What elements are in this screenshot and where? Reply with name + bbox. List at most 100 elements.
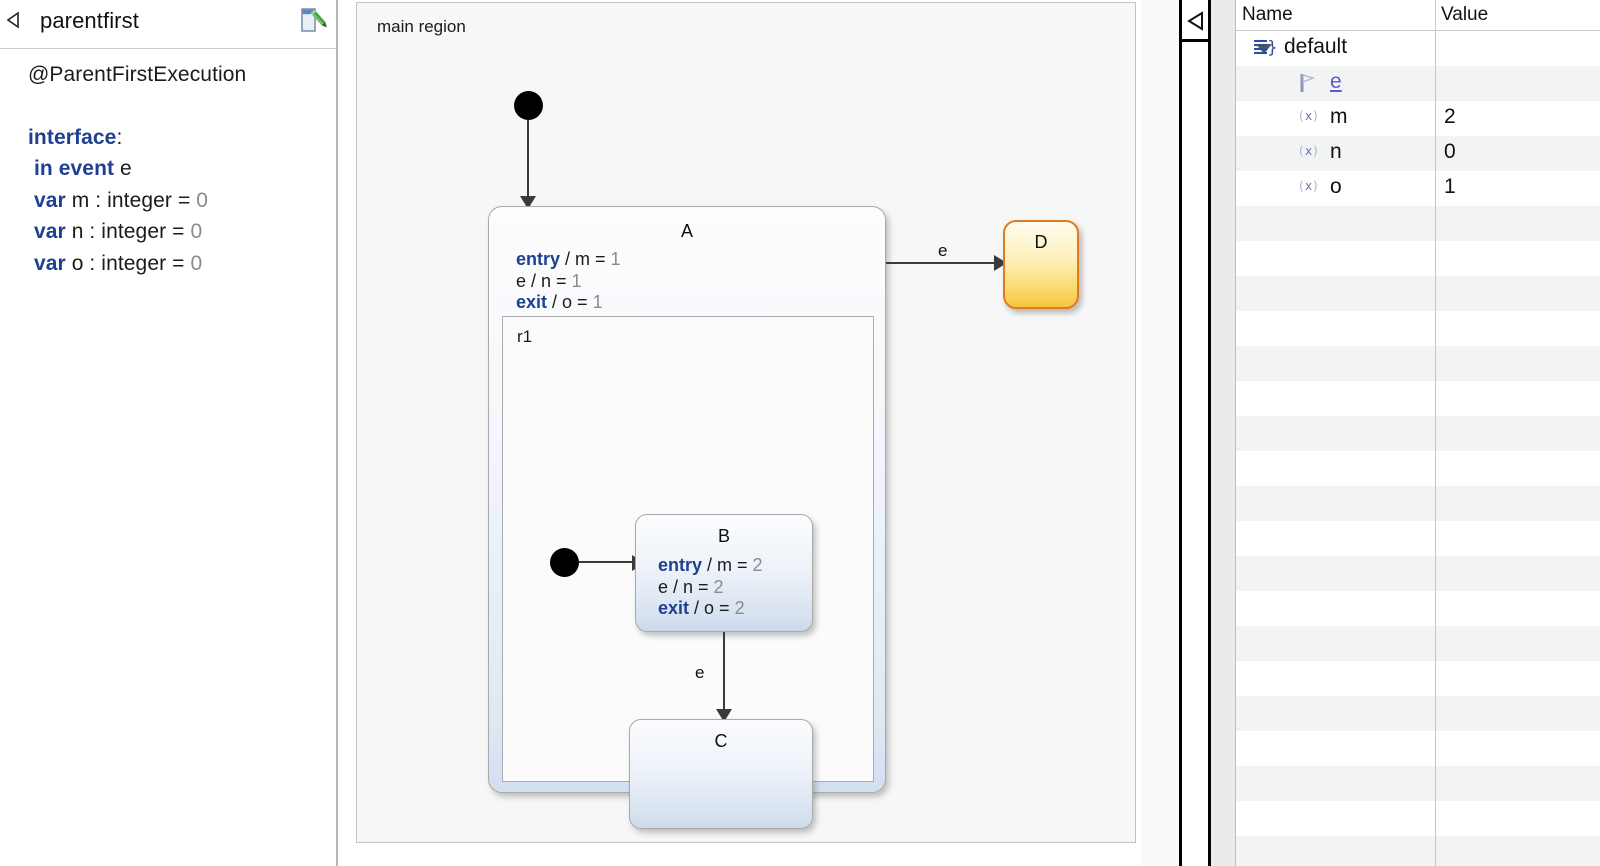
table-row-empty[interactable] [1236,241,1600,276]
state-b-action-line-2-token-0: exit [658,598,690,618]
code-line-var-n-token-2: n : integer = [65,220,191,243]
row-column-divider [1435,206,1436,241]
variable-icon: (x) [1298,142,1324,165]
table-row-empty[interactable] [1236,381,1600,416]
row-column-divider [1435,731,1436,766]
transition-line-initial-to-b [579,561,634,563]
column-divider[interactable] [1435,0,1436,30]
row-column-divider [1435,101,1436,136]
state-a-action-line-1-token-0: e / n = [516,270,572,291]
state-d[interactable]: D [1003,220,1079,309]
row-name: n [1330,140,1342,163]
table-row-empty[interactable] [1236,486,1600,521]
table-row-empty[interactable] [1236,591,1600,626]
code-line-event-e: in event e [28,153,336,185]
table-row-empty[interactable] [1236,801,1600,836]
code-line-var-m-token-1: var [33,188,66,212]
state-a-action-line-0-token-2: 1 [610,249,621,269]
restore-left-icon[interactable] [1186,10,1208,32]
svg-text:): ) [1313,144,1318,158]
code-line-var-o: var o : integer = 0 [28,248,336,280]
initial-state-node-main[interactable] [514,91,543,120]
collapsed-side-panel[interactable] [1179,0,1211,866]
state-b-label: B [717,526,730,546]
column-header-name[interactable]: Name [1242,4,1293,25]
row-name[interactable]: e [1330,70,1342,93]
table-row[interactable]: e [1236,66,1600,101]
table-row-empty[interactable] [1236,416,1600,451]
table-row-empty[interactable] [1236,311,1600,346]
row-column-divider [1435,626,1436,661]
svg-text:x: x [1305,179,1312,193]
table-row-empty[interactable] [1236,696,1600,731]
initial-state-node-r1[interactable] [550,548,579,577]
table-row-empty[interactable] [1236,276,1600,311]
column-header-value[interactable]: Value [1441,4,1489,25]
row-column-divider [1435,836,1436,866]
table-row-empty[interactable] [1236,346,1600,381]
table-row[interactable]: }default [1236,31,1600,66]
svg-text:): ) [1313,109,1318,123]
state-c-label: C [714,731,728,751]
table-row-empty[interactable] [1236,206,1600,241]
row-column-divider [1435,801,1436,836]
svg-text:(: ( [1299,109,1304,123]
code-line-var-o-token-1: var [33,251,66,275]
table-row-empty[interactable] [1236,626,1600,661]
table-row[interactable]: (x) n 0 [1236,136,1600,171]
state-b-action-line-1-token-1: 2 [713,576,724,597]
svg-text:}: } [1267,38,1276,57]
state-b-action-line-2-token-2: 2 [734,598,745,618]
table-row-empty[interactable] [1236,836,1600,866]
table-row-empty[interactable] [1236,451,1600,486]
code-line-var-n: var n : integer = 0 [28,216,336,248]
transition-line-b-to-c [723,632,725,718]
row-column-divider [1435,661,1436,696]
collapse-left-icon[interactable] [6,10,22,30]
code-blank-line [28,91,336,122]
table-row-empty[interactable] [1236,661,1600,696]
row-value: 0 [1444,140,1456,163]
state-a-action-line-2-token-1: / o = [547,292,593,312]
row-column-divider [1435,171,1436,206]
state-b-action-line-0-token-2: 2 [752,555,763,575]
state-d-label: D [1034,232,1048,252]
table-row-empty[interactable] [1236,556,1600,591]
variables-table-header: Name Value [1236,0,1600,31]
table-row-empty[interactable] [1236,766,1600,801]
state-b-action-line-0: entry / m = 2 [658,555,763,577]
table-row-empty[interactable] [1236,731,1600,766]
state-a-action-line-1: e / n = 1 [516,271,621,292]
canvas-right-gutter [1141,0,1179,866]
code-line-event-e-token-2: e [114,157,132,180]
row-column-divider [1435,136,1436,171]
state-b-action-line-2-token-1: / o = [689,598,735,618]
state-b-action-line-1: e / n = 2 [658,577,763,599]
row-column-divider [1435,521,1436,556]
transition-line-a-to-d [886,262,1004,264]
state-b-action-line-0-token-0: entry [658,555,703,575]
svg-text:(: ( [1299,179,1304,193]
row-column-divider [1435,346,1436,381]
state-a-label: A [680,221,693,241]
variable-icon: (x) [1298,177,1324,200]
table-row-empty[interactable] [1236,521,1600,556]
code-line-interface-token-1: : [116,125,123,149]
row-column-divider [1435,591,1436,626]
region-r1-label: r1 [517,327,533,346]
document-edit-icon[interactable] [294,4,328,38]
state-a-action-line-0: entry / m = 1 [516,249,621,270]
row-value: 1 [1444,175,1456,198]
state-c[interactable]: C [629,719,813,829]
row-column-divider [1435,66,1436,101]
transition-arrowhead-initial-to-a [520,196,536,209]
